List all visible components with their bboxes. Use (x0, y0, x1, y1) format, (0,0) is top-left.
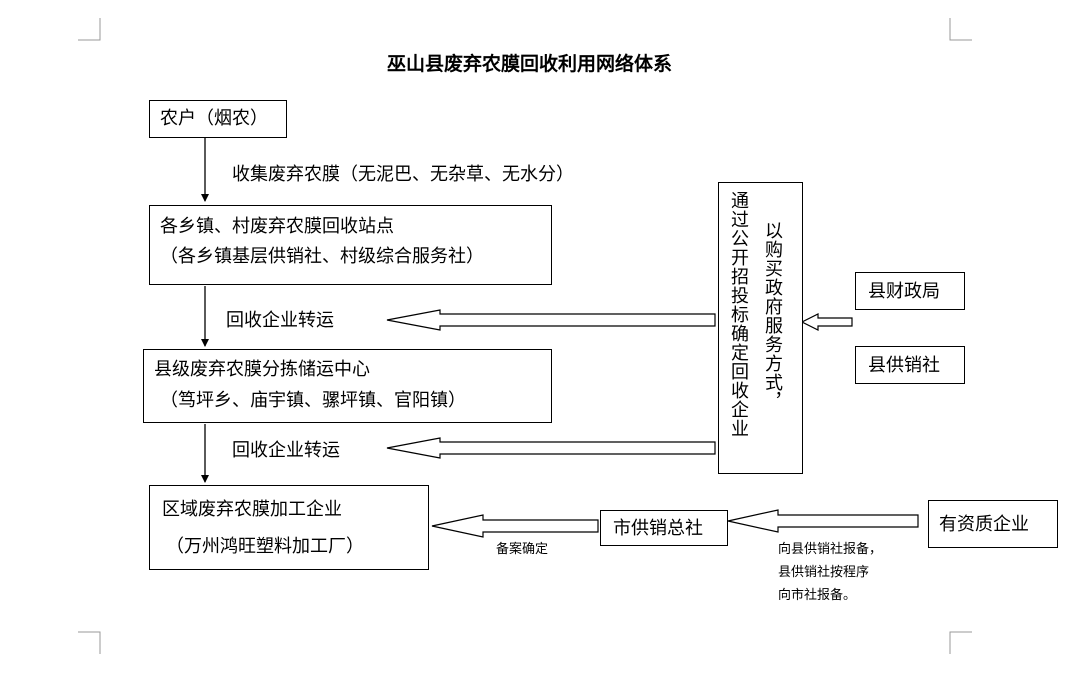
report-line2: 县供销社按程序 (778, 565, 870, 580)
report-line1: 向县供销社报备， (778, 542, 883, 557)
block-arrow-to-center (386, 437, 716, 459)
box-station: 各乡镇、村废弃农膜回收站点 （各乡镇基层供销社、村级综合服务社） (149, 205, 552, 285)
box-farmer: 农户（烟农） (149, 100, 287, 138)
box-qualified: 有资质企业 (928, 500, 1058, 548)
collect-label: 收集废弃农膜（无泥巴、无杂草、无水分） (232, 164, 574, 185)
farmer-label: 农户（烟农） (160, 108, 268, 129)
box-center: 县级废弃农膜分拣储运中心 （笃坪乡、庙宇镇、骡坪镇、官阳镇） (143, 349, 552, 423)
bidding-col1: 通过公开招投标确定回收企业 (728, 191, 749, 438)
block-arrow-finance-to-bidding (800, 313, 853, 331)
box-supply: 县供销社 (855, 346, 965, 384)
transport-label-1: 回收企业转运 (226, 310, 334, 331)
finance-label: 县财政局 (868, 281, 940, 302)
block-arrow-city-to-enterprise (431, 514, 599, 538)
city-supply-label: 市供销总社 (613, 518, 703, 539)
station-line2: （各乡镇基层供销社、村级综合服务社） (160, 246, 484, 267)
station-line1: 各乡镇、村废弃农膜回收站点 (160, 216, 394, 237)
crop-mark-bottom-left (78, 631, 101, 654)
supply-label: 县供销社 (868, 355, 940, 376)
box-enterprise: 区域废弃农膜加工企业 （万州鸿旺塑料加工厂） (149, 485, 429, 570)
box-finance: 县财政局 (855, 272, 965, 310)
box-city-supply: 市供销总社 (600, 510, 728, 546)
box-bidding: 通过公开招投标确定回收企业 以购买政府服务方式， (718, 182, 803, 474)
crop-mark-bottom-right (949, 631, 972, 654)
record-label: 备案确定 (496, 542, 549, 557)
crop-mark-top-right (949, 18, 972, 41)
report-line3: 向市社报备。 (778, 588, 857, 603)
qualified-label: 有资质企业 (939, 514, 1029, 535)
enterprise-line1: 区域废弃农膜加工企业 (162, 499, 342, 520)
center-line1: 县级废弃农膜分拣储运中心 (154, 359, 370, 380)
bidding-col2: 以购买政府服务方式， (762, 221, 783, 411)
transport-label-2: 回收企业转运 (232, 440, 340, 461)
block-arrow-qualified-to-city (727, 509, 919, 533)
enterprise-line2: （万州鸿旺塑料加工厂） (166, 536, 364, 557)
center-line2: （笃坪乡、庙宇镇、骡坪镇、官阳镇） (160, 390, 466, 411)
block-arrow-to-station (386, 309, 716, 331)
crop-mark-top-left (78, 18, 101, 41)
page-title: 巫山县废弃农膜回收利用网络体系 (387, 53, 673, 75)
